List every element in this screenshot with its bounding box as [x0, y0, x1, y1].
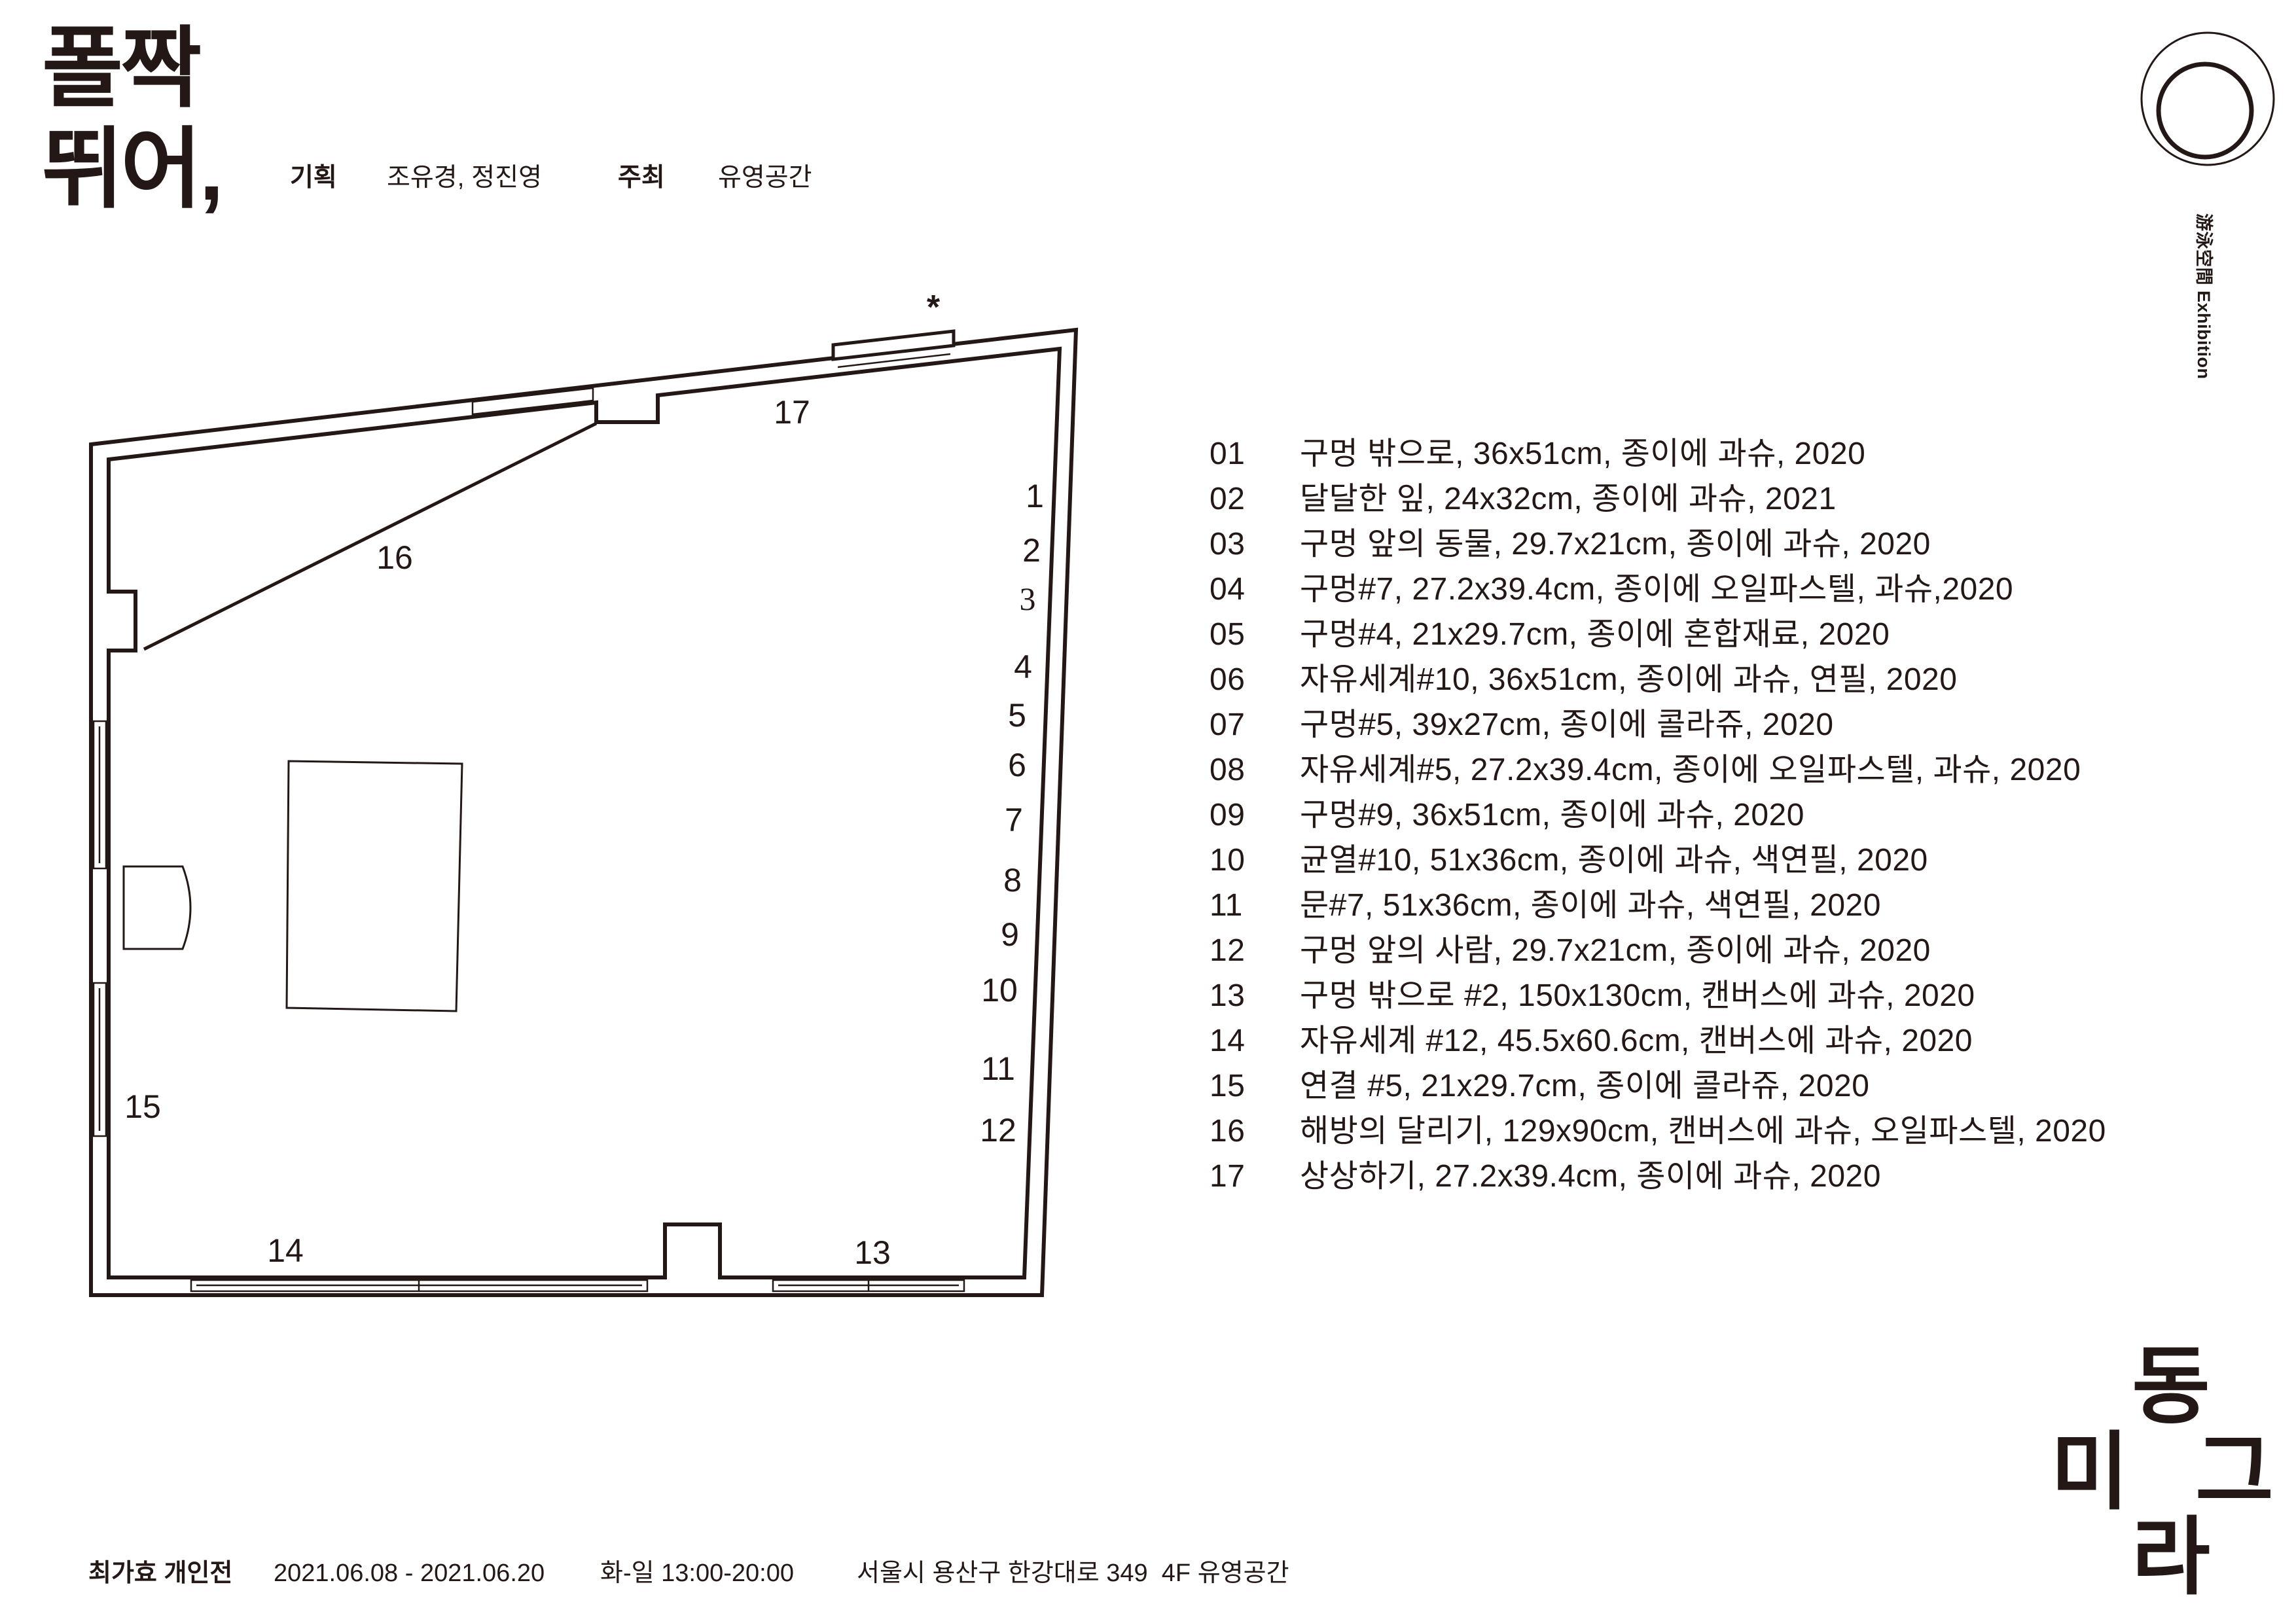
artwork-number: 13 — [1210, 978, 1246, 1013]
artwork-number: 06 — [1210, 662, 1246, 697]
list-item: 08 자유세계#5, 27.2x39.4cm, 종이에 오일파스텔, 과슈, 20… — [1210, 747, 2106, 793]
artwork-number: 17 — [1210, 1159, 1246, 1194]
brand-letter-left: 미 — [2051, 1424, 2129, 1520]
plan-label-3: 3 — [1020, 580, 1036, 617]
plan-label-15: 15 — [124, 1088, 161, 1125]
list-item: 12 구멍 앞의 사람, 29.7x21cm, 종이에 과슈, 2020 — [1210, 928, 2106, 973]
artwork-number: 16 — [1210, 1114, 1246, 1149]
list-item: 11 문#7, 51x36cm, 종이에 과슈, 색연필, 2020 — [1210, 883, 2106, 928]
list-item: 17 상상하기, 27.2x39.4cm, 종이에 과슈, 2020 — [1210, 1154, 2106, 1199]
title-line-2: 뛰어, — [42, 120, 224, 219]
footer-hours: 화-일 13:00-20:00 — [600, 1560, 794, 1587]
artwork-number: 05 — [1210, 617, 1246, 652]
artwork-description: 해방의 달리기, 129x90cm, 캔버스에 과슈, 오일파스텔, 2020 — [1300, 1114, 2106, 1149]
plan-label-14: 14 — [267, 1232, 304, 1269]
credit-curator-label: 기획 — [290, 164, 337, 192]
plan-label-5: 5 — [1008, 697, 1026, 734]
artwork-description: 자유세계#5, 27.2x39.4cm, 종이에 오일파스텔, 과슈, 2020 — [1300, 753, 2081, 787]
brand-letter-right: 그 — [2195, 1424, 2274, 1520]
top-window-right — [831, 329, 956, 361]
artwork-number: 12 — [1210, 933, 1246, 968]
plan-label-11: 11 — [981, 1050, 1015, 1087]
artwork-description: 구멍#7, 27.2x39.4cm, 종이에 오일파스텔, 과슈,2020 — [1300, 572, 2014, 607]
plan-label-4: 4 — [1014, 649, 1032, 685]
artwork-description: 구멍#4, 21x29.7cm, 종이에 혼합재료, 2020 — [1300, 617, 1890, 652]
artwork-description: 연결 #5, 21x29.7cm, 종이에 콜라쥬, 2020 — [1300, 1069, 1870, 1103]
title-line-1: 폴짝 — [42, 19, 202, 118]
plan-label-10: 10 — [981, 972, 1018, 1008]
list-item: 02 달달한 잎, 24x32cm, 종이에 과슈, 2021 — [1210, 476, 2106, 522]
artwork-number: 14 — [1210, 1024, 1246, 1058]
credit-host-label: 주최 — [618, 164, 665, 192]
plan-label-7: 7 — [1005, 802, 1023, 838]
list-item: 06 자유세계#10, 36x51cm, 종이에 과슈, 연필, 2020 — [1210, 657, 2106, 702]
list-item: 05 구멍#4, 21x29.7cm, 종이에 혼합재료, 2020 — [1210, 612, 2106, 657]
plan-label-2: 2 — [1022, 532, 1041, 569]
artwork-number: 10 — [1210, 843, 1246, 878]
plan-label-12: 12 — [980, 1112, 1016, 1149]
top-window-left — [471, 387, 594, 416]
plan-label-6: 6 — [1008, 747, 1026, 783]
artwork-description: 달달한 잎, 24x32cm, 종이에 과슈, 2021 — [1300, 482, 1837, 516]
brand-letter-top: 동 — [2132, 1338, 2210, 1434]
footer-dates: 2021.06.08 - 2021.06.20 — [274, 1560, 545, 1587]
artwork-description: 구멍#9, 36x51cm, 종이에 과슈, 2020 — [1300, 798, 1804, 832]
artwork-description: 균열#10, 51x36cm, 종이에 과슈, 색연필, 2020 — [1300, 843, 1928, 878]
double-circle-logo-icon — [2140, 31, 2275, 166]
artwork-number: 03 — [1210, 527, 1246, 562]
plan-label-16: 16 — [376, 539, 413, 576]
plan-label-13: 13 — [854, 1234, 891, 1271]
plan-label-8: 8 — [1003, 862, 1022, 899]
brand-letter-bottom: 라 — [2132, 1509, 2210, 1605]
artwork-number: 09 — [1210, 798, 1246, 832]
artwork-description: 자유세계 #12, 45.5x60.6cm, 캔버스에 과슈, 2020 — [1300, 1024, 1973, 1058]
display-pedestal — [122, 865, 192, 950]
list-item: 13 구멍 밖으로 #2, 150x130cm, 캔버스에 과슈, 2020 — [1210, 973, 2106, 1018]
plan-label-1: 1 — [1026, 478, 1044, 514]
artwork-list: 01 구멍 밖으로, 36x51cm, 종이에 과슈, 2020 02 달달한 잎,… — [1210, 431, 2106, 1199]
inner-wall — [107, 346, 1062, 1279]
plan-asterisk: * — [927, 289, 941, 327]
top-window-right-sill — [837, 353, 951, 368]
artwork-description: 구멍 밖으로 #2, 150x130cm, 캔버스에 과슈, 2020 — [1300, 978, 1975, 1013]
artwork-number: 11 — [1210, 888, 1243, 923]
logo-caption: 游泳空間 Exhibition — [2194, 213, 2214, 380]
artwork-description: 구멍 앞의 동물, 29.7x21cm, 종이에 과슈, 2020 — [1300, 527, 1931, 562]
plan-label-9: 9 — [1001, 916, 1019, 953]
credit-curator-value: 조유경, 정진영 — [387, 164, 542, 192]
artwork-number: 01 — [1210, 437, 1246, 471]
artwork-number: 04 — [1210, 572, 1246, 607]
list-item: 09 구멍#9, 36x51cm, 종이에 과슈, 2020 — [1210, 793, 2106, 838]
artwork-number: 08 — [1210, 753, 1246, 787]
list-item: 01 구멍 밖으로, 36x51cm, 종이에 과슈, 2020 — [1210, 431, 2106, 476]
list-item: 15 연결 #5, 21x29.7cm, 종이에 콜라쥬, 2020 — [1210, 1063, 2106, 1109]
list-item: 10 균열#10, 51x36cm, 종이에 과슈, 색연필, 2020 — [1210, 838, 2106, 883]
footer-exhibition-title: 최가효 개인전 — [88, 1560, 233, 1587]
artwork-number: 15 — [1210, 1069, 1246, 1103]
list-item: 04 구멍#7, 27.2x39.4cm, 종이에 오일파스텔, 과슈,2020 — [1210, 567, 2106, 612]
credit-host-value: 유영공간 — [718, 164, 812, 192]
list-item: 03 구멍 앞의 동물, 29.7x21cm, 종이에 과슈, 2020 — [1210, 522, 2106, 567]
artwork-description: 자유세계#10, 36x51cm, 종이에 과슈, 연필, 2020 — [1300, 662, 1958, 697]
outer-wall — [89, 327, 1079, 1297]
list-item: 14 자유세계 #12, 45.5x60.6cm, 캔버스에 과슈, 2020 — [1210, 1018, 2106, 1063]
list-item: 07 구멍#5, 39x27cm, 종이에 콜라쥬, 2020 — [1210, 702, 2106, 747]
artwork-description: 구멍#5, 39x27cm, 종이에 콜라쥬, 2020 — [1300, 707, 1834, 742]
artwork-description: 문#7, 51x36cm, 종이에 과슈, 색연필, 2020 — [1300, 888, 1881, 923]
list-item: 16 해방의 달리기, 129x90cm, 캔버스에 과슈, 오일파스텔, 202… — [1210, 1109, 2106, 1154]
partition-wall — [143, 421, 598, 651]
display-table — [285, 760, 463, 1012]
artwork-description: 구멍 밖으로, 36x51cm, 종이에 과슈, 2020 — [1300, 437, 1866, 471]
artwork-description: 상상하기, 27.2x39.4cm, 종이에 과슈, 2020 — [1300, 1159, 1881, 1194]
artwork-description: 구멍 앞의 사람, 29.7x21cm, 종이에 과슈, 2020 — [1300, 933, 1931, 968]
footer-address: 서울시 용산구 한강대로 349 4F 유영공간 — [857, 1560, 1289, 1587]
plan-label-17: 17 — [774, 394, 810, 431]
artwork-number: 07 — [1210, 707, 1246, 742]
artwork-number: 02 — [1210, 482, 1246, 516]
